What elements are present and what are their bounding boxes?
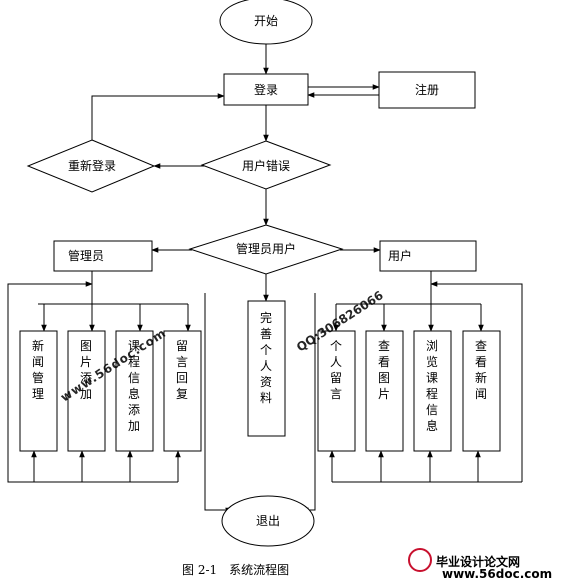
role-check-node: 管理员用户 bbox=[188, 224, 344, 275]
user-courses-label: 浏览课程信息 bbox=[426, 339, 438, 433]
start-node: 开始 bbox=[219, 0, 313, 45]
login-node: 登录 bbox=[223, 73, 309, 106]
admin-image-label: 图片添加 bbox=[80, 339, 92, 401]
logo-title: 毕业设计论文网 bbox=[436, 554, 520, 569]
exit-label: 退出 bbox=[256, 514, 280, 528]
register-node: 注册 bbox=[378, 71, 476, 109]
user-label: 用户 bbox=[388, 248, 412, 263]
site-logo: 毕业设计论文网 www.56doc.com bbox=[408, 548, 552, 581]
admin-news-label: 新闻管理 bbox=[32, 338, 44, 401]
user-message-node: 个人留言 bbox=[317, 330, 356, 452]
user-node: 用户 bbox=[379, 240, 477, 272]
start-label: 开始 bbox=[254, 14, 278, 28]
admin-label: 管理员 bbox=[68, 248, 104, 263]
user-news-node: 查看新闻 bbox=[462, 330, 501, 452]
profile-node: 完善个人资料 bbox=[247, 300, 286, 437]
admin-reply-label: 留言回复 bbox=[176, 339, 188, 401]
figure-caption: 图 2-1 系统流程图 bbox=[182, 562, 289, 577]
logo-url: www.56doc.com bbox=[442, 567, 552, 581]
register-label: 注册 bbox=[415, 82, 439, 97]
admin-course-label: 课程信息添加 bbox=[128, 339, 140, 433]
user-message-label: 个人留言 bbox=[330, 339, 342, 401]
admin-image-node: 图片添加 bbox=[67, 330, 106, 452]
user-error-node: 用户错误 bbox=[200, 140, 332, 190]
admin-reply-node: 留言回复 bbox=[163, 330, 202, 452]
relogin-node: 重新登录 bbox=[26, 139, 156, 193]
admin-node: 管理员 bbox=[53, 240, 153, 272]
user-images-node: 查看图片 bbox=[365, 330, 404, 452]
logo-circle-icon bbox=[408, 548, 432, 572]
admin-news-node: 新闻管理 bbox=[19, 330, 58, 452]
role-check-label: 管理员用户 bbox=[236, 241, 296, 256]
profile-label: 完善个人资料 bbox=[260, 310, 272, 405]
user-error-label: 用户错误 bbox=[242, 158, 290, 173]
user-courses-node: 浏览课程信息 bbox=[413, 330, 452, 452]
user-news-label: 查看新闻 bbox=[475, 339, 487, 401]
relogin-label: 重新登录 bbox=[68, 158, 116, 173]
user-images-label: 查看图片 bbox=[378, 339, 390, 401]
exit-node: 退出 bbox=[221, 495, 315, 547]
login-label: 登录 bbox=[254, 82, 278, 97]
admin-course-node: 课程信息添加 bbox=[115, 330, 154, 452]
